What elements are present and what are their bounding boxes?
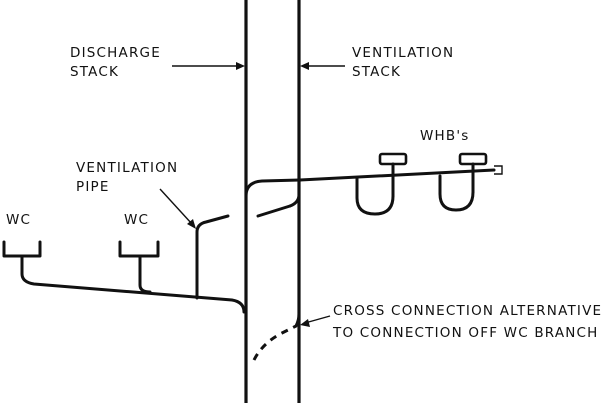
ventilation-pipe-label-2: PIPE — [76, 179, 110, 195]
discharge-stack-leader — [172, 62, 245, 70]
ventilation-stack-leader — [300, 62, 345, 70]
discharge-stack-offset — [244, 178, 302, 198]
ventilation-pipe-cross — [256, 204, 292, 218]
discharge-stack-label-1: DISCHARGE — [70, 45, 161, 61]
ventilation-pipe — [195, 214, 230, 300]
wc-right-fixture — [118, 240, 160, 258]
whbs-label: WHB's — [420, 128, 470, 144]
whb-branch-end — [494, 165, 503, 175]
cross-connection-label-1: CROSS CONNECTION ALTERNATIVE — [333, 303, 602, 319]
ventilation-stack-label-2: STACK — [352, 64, 401, 80]
whb-1 — [355, 152, 408, 216]
whb-2 — [438, 152, 488, 212]
wc-right-label: WC — [124, 212, 149, 228]
ventilation-pipe-label-1: VENTILATION — [76, 160, 178, 176]
wc-right-drop — [138, 254, 152, 294]
wc-left-label: WC — [6, 212, 31, 228]
cross-connection-leader — [300, 315, 331, 327]
ventilation-stack-label-1: VENTILATION — [352, 45, 454, 61]
cross-connection-dashed — [252, 324, 297, 361]
ventilation-pipe-leader — [159, 188, 196, 229]
discharge-stack-label-2: STACK — [70, 64, 119, 80]
wc-branch-pipe — [20, 254, 246, 314]
whb-branch-pipe — [298, 168, 496, 182]
wc-left-fixture — [2, 240, 42, 258]
cross-connection-join — [294, 312, 301, 328]
cross-connection-label-2: TO CONNECTION OFF WC BRANCH — [332, 325, 599, 341]
ventilation-pipe-join — [288, 194, 301, 208]
